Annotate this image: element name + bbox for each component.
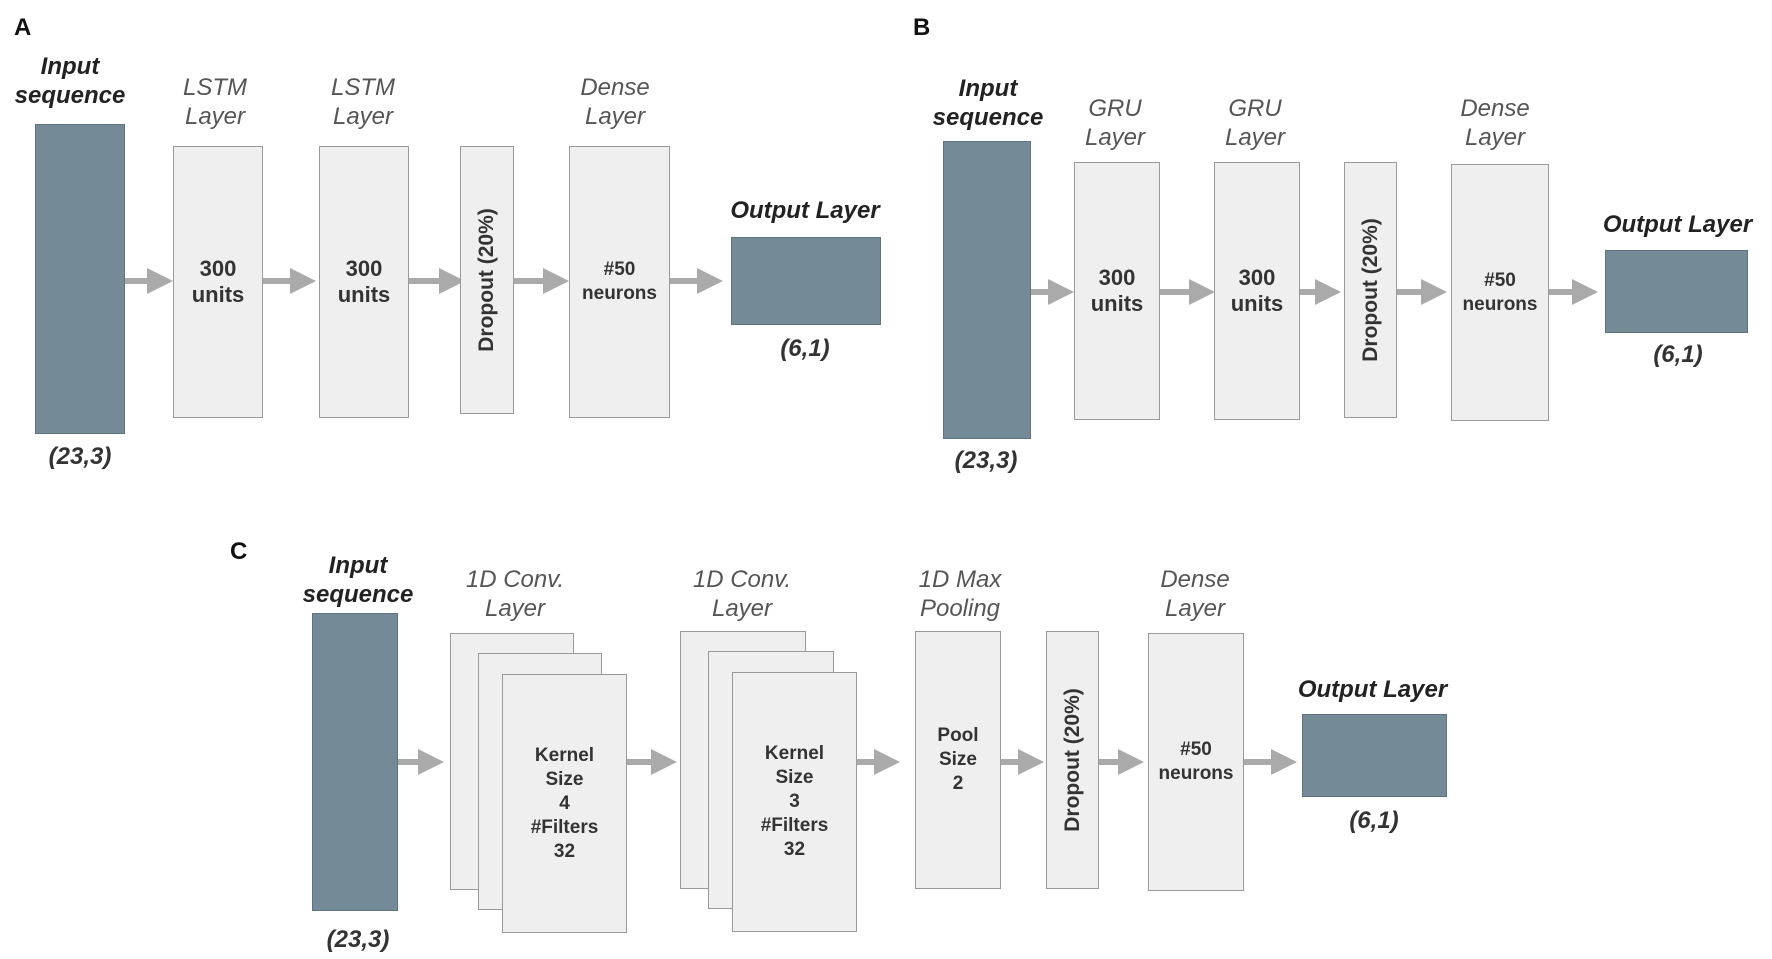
panel-c-input-label: Input sequence <box>302 552 414 608</box>
panel-a-output-label: Output Layer <box>730 197 880 224</box>
panel-a-dense-block: #50 neurons <box>569 146 670 418</box>
panel-c-output-label: Output Layer <box>1297 676 1448 703</box>
panel-a-dropout-block: Dropout (20%) <box>460 146 514 414</box>
panel-a-layer1-block: 300 units <box>173 146 263 418</box>
panel-b-input-block <box>943 141 1031 439</box>
panel-a-layer2-block: 300 units <box>319 146 409 418</box>
panel-c-conv1-label: 1D Conv. Layer <box>465 566 565 622</box>
panel-a-output-block <box>731 237 881 325</box>
panel-b-dense-text: #50 neurons <box>1462 269 1538 315</box>
panel-c-dense-label: Dense Layer <box>1160 566 1230 622</box>
panel-a-layer2-label: LSTM Layer <box>330 74 395 130</box>
panel-a-layer2-text: 300 units <box>337 256 391 307</box>
panel-c-conv2-text: Kernel Size 3 #Filters 32 <box>760 743 829 860</box>
panel-c-conv2-block: Kernel Size 3 #Filters 32 <box>732 672 857 932</box>
panel-b-layer1-text: 300 units <box>1090 265 1144 316</box>
panel-b-layer2-block: 300 units <box>1214 162 1300 420</box>
panel-c-conv2-label: 1D Conv. Layer <box>692 566 792 622</box>
panel-c-dense-text: #50 neurons <box>1158 739 1234 784</box>
panel-c-letter: C <box>230 538 248 565</box>
panel-c-dropout-block: Dropout (20%) <box>1046 631 1099 889</box>
panel-a-output-shape: (6,1) <box>780 335 830 362</box>
panel-a-dropout-text: Dropout (20%) <box>475 208 498 352</box>
panel-b-layer1-block: 300 units <box>1074 162 1160 420</box>
panel-c-dropout-text: Dropout (20%) <box>1060 688 1084 832</box>
panel-b-output-shape: (6,1) <box>1653 341 1703 368</box>
panel-c-output-block <box>1302 714 1447 797</box>
panel-c-input-block <box>312 613 398 911</box>
panel-b-dense-label: Dense Layer <box>1460 95 1530 151</box>
panel-b-input-shape: (23,3) <box>954 447 1018 474</box>
panel-b-dropout-block: Dropout (20%) <box>1344 162 1397 418</box>
panel-b-layer1-label: GRU Layer <box>1084 95 1146 151</box>
panel-c-pool-text: Pool Size 2 <box>937 725 979 794</box>
panel-a-layer1-text: 300 units <box>191 256 245 307</box>
panel-b-input-label: Input sequence <box>932 75 1044 131</box>
panel-c-conv1-text: Kernel Size 4 #Filters 32 <box>530 744 599 862</box>
panel-c-pool-label: 1D Max Pooling <box>918 566 1002 622</box>
panel-b-layer2-label: GRU Layer <box>1224 95 1286 151</box>
panel-c-output-shape: (6,1) <box>1349 807 1399 834</box>
panel-b-dense-block: #50 neurons <box>1451 164 1549 421</box>
panel-a-input-block <box>35 124 125 434</box>
panel-a-input-label: Input sequence <box>14 53 126 109</box>
panel-b-dropout-text: Dropout (20%) <box>1358 218 1382 362</box>
panel-b-layer2-text: 300 units <box>1230 265 1284 316</box>
panel-c-conv1-block: Kernel Size 4 #Filters 32 <box>502 674 627 933</box>
panel-a-dense-label: Dense Layer <box>580 74 650 130</box>
panel-a-letter: A <box>14 14 32 41</box>
panel-b-output-label: Output Layer <box>1602 211 1753 238</box>
panel-b-letter: B <box>913 14 931 41</box>
panel-c-dense-block: #50 neurons <box>1148 633 1244 891</box>
panel-c-pool-block: Pool Size 2 <box>915 631 1001 889</box>
panel-a-dense-text: #50 neurons <box>582 259 657 304</box>
panel-a-layer1-label: LSTM Layer <box>182 74 247 130</box>
panel-b-output-block <box>1605 250 1748 333</box>
panel-c-input-shape: (23,3) <box>326 926 390 953</box>
panel-a-input-shape: (23,3) <box>48 443 112 470</box>
